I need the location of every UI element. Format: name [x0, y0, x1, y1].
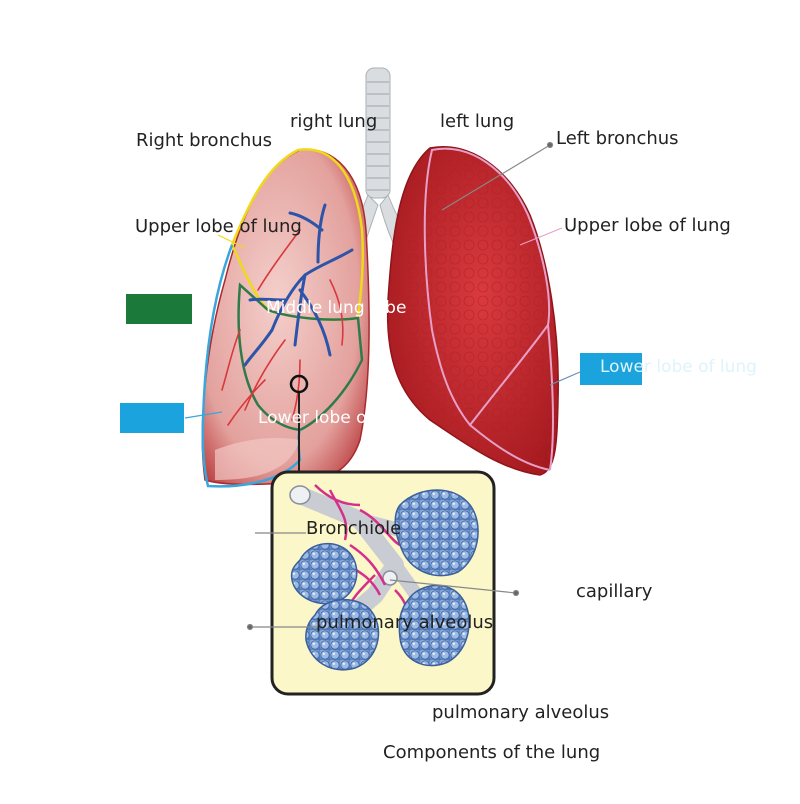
- label-upper-lobe-left: Upper lobe of lung: [564, 215, 731, 236]
- inset-marker-circle: [289, 374, 309, 394]
- label-lower-lobe-left: Lower lobe of lung: [600, 357, 757, 377]
- alveoli-inset: [270, 470, 496, 696]
- right-lung: [201, 148, 370, 488]
- label-capillary: capillary: [576, 581, 653, 602]
- label-pulmonary-alveolus-inset: pulmonary alveolus: [316, 612, 494, 633]
- label-upper-lobe-right: Upper lobe of lung: [135, 216, 302, 237]
- label-left-lung: left lung: [440, 111, 515, 132]
- left-lung: [386, 146, 559, 476]
- label-left-bronchus: Left bronchus: [556, 128, 679, 149]
- green-label-box: [126, 294, 192, 324]
- blue-label-box-left: [120, 403, 184, 433]
- label-right-bronchus: Right bronchus: [136, 130, 273, 151]
- alveoli-clusters: [290, 489, 479, 671]
- leader-lines: [184, 141, 581, 631]
- label-lower-lobe-right: Lower lobe of lung: [258, 408, 415, 428]
- blue-label-box-right: [580, 353, 642, 385]
- label-middle-lobe: Middle lung lobe: [266, 298, 407, 318]
- label-right-lung: right lung: [290, 111, 378, 132]
- label-pulmonary-alveolus-bottom: pulmonary alveolus: [432, 702, 610, 723]
- capillary-network: [314, 484, 409, 626]
- caption: Components of the lung: [383, 742, 601, 763]
- label-bronchiole: Bronchiole: [306, 518, 402, 539]
